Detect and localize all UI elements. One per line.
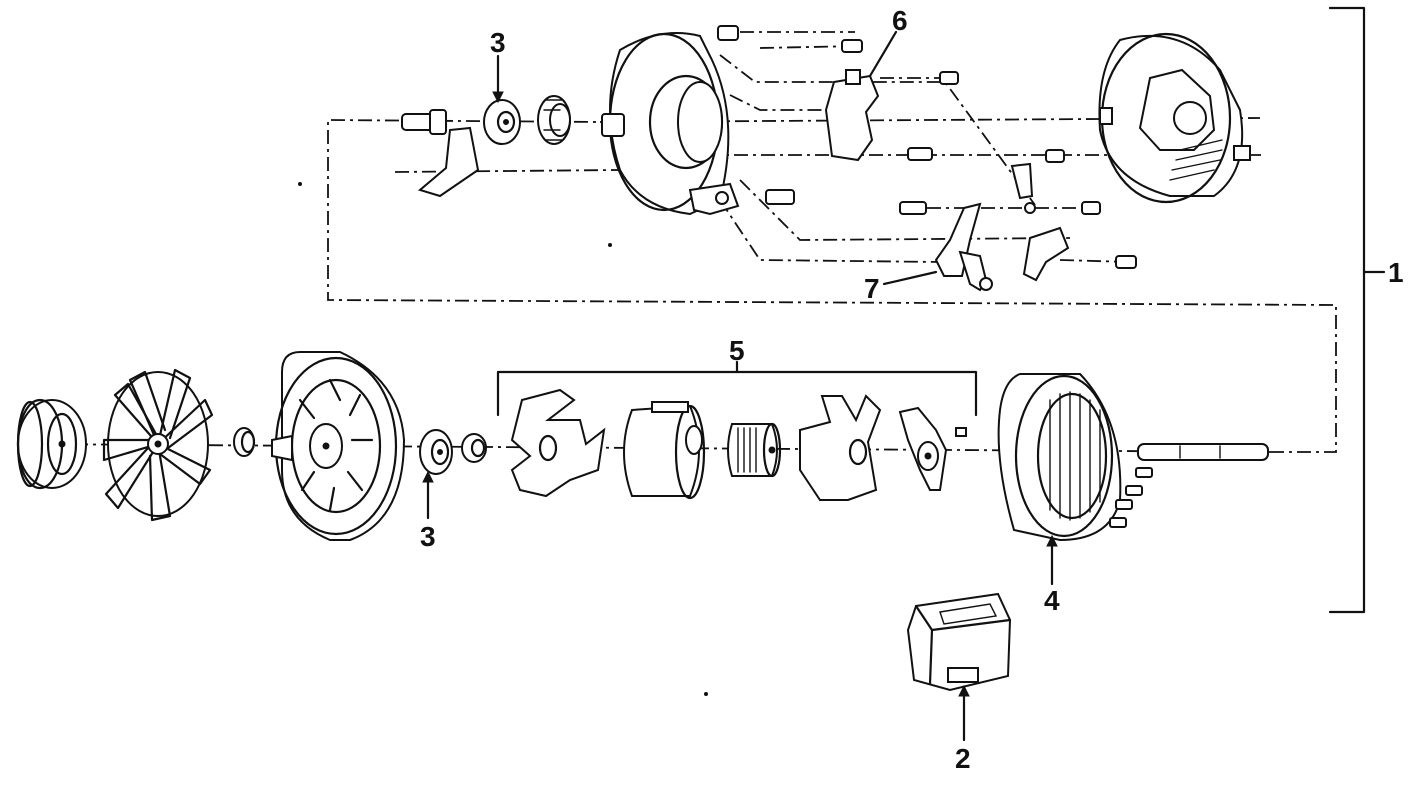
slip-ring: [898, 406, 967, 491]
fan: [102, 368, 214, 522]
brush-holder: [824, 69, 880, 162]
rotor-pole-front: [510, 388, 606, 498]
callout-labels: 1 2 3 3 4 5 6 7: [420, 5, 1404, 774]
rotor-shaft: [1137, 443, 1269, 461]
callout-5: 5: [729, 335, 745, 366]
callout-3-bottom: 3: [420, 521, 436, 552]
terminal-stud: [401, 109, 447, 135]
spacer: [233, 427, 256, 457]
scan-specks: [298, 182, 708, 696]
pulley: [16, 398, 87, 490]
voltage-regulator: [906, 592, 1012, 692]
callout-leaders: [422, 30, 1058, 742]
terminal-bracket: [1022, 226, 1070, 282]
callout-1: 1: [1388, 257, 1404, 288]
bearing-upper: [483, 99, 521, 145]
field-coil: [623, 401, 706, 500]
assembly-bracket: [1328, 6, 1386, 614]
bracket-clip: [417, 126, 480, 198]
callout-4: 4: [1044, 585, 1060, 616]
bearing-lower: [419, 429, 453, 475]
drive-end-frame: [271, 351, 406, 541]
end-cover: [1098, 32, 1251, 204]
terminal-screw: [907, 147, 1065, 163]
rotor-core: [727, 422, 782, 478]
stator: [997, 373, 1122, 542]
rectifier-bridge: [934, 202, 993, 292]
slip-ring-end-frame: [601, 32, 740, 216]
top-screws: [717, 25, 959, 85]
callout-6: 6: [892, 5, 908, 36]
callout-3-top: 3: [490, 27, 506, 58]
callout-2: 2: [955, 743, 971, 774]
collar: [461, 433, 487, 463]
diode-lead: [1010, 162, 1036, 214]
stator-screws: [1109, 467, 1153, 528]
rotor-bracket: [496, 360, 978, 417]
rotor-pole-rear: [799, 394, 882, 501]
rectifier-screws: [765, 189, 1137, 269]
needle-bearing: [537, 95, 571, 145]
callout-7: 7: [864, 273, 880, 304]
